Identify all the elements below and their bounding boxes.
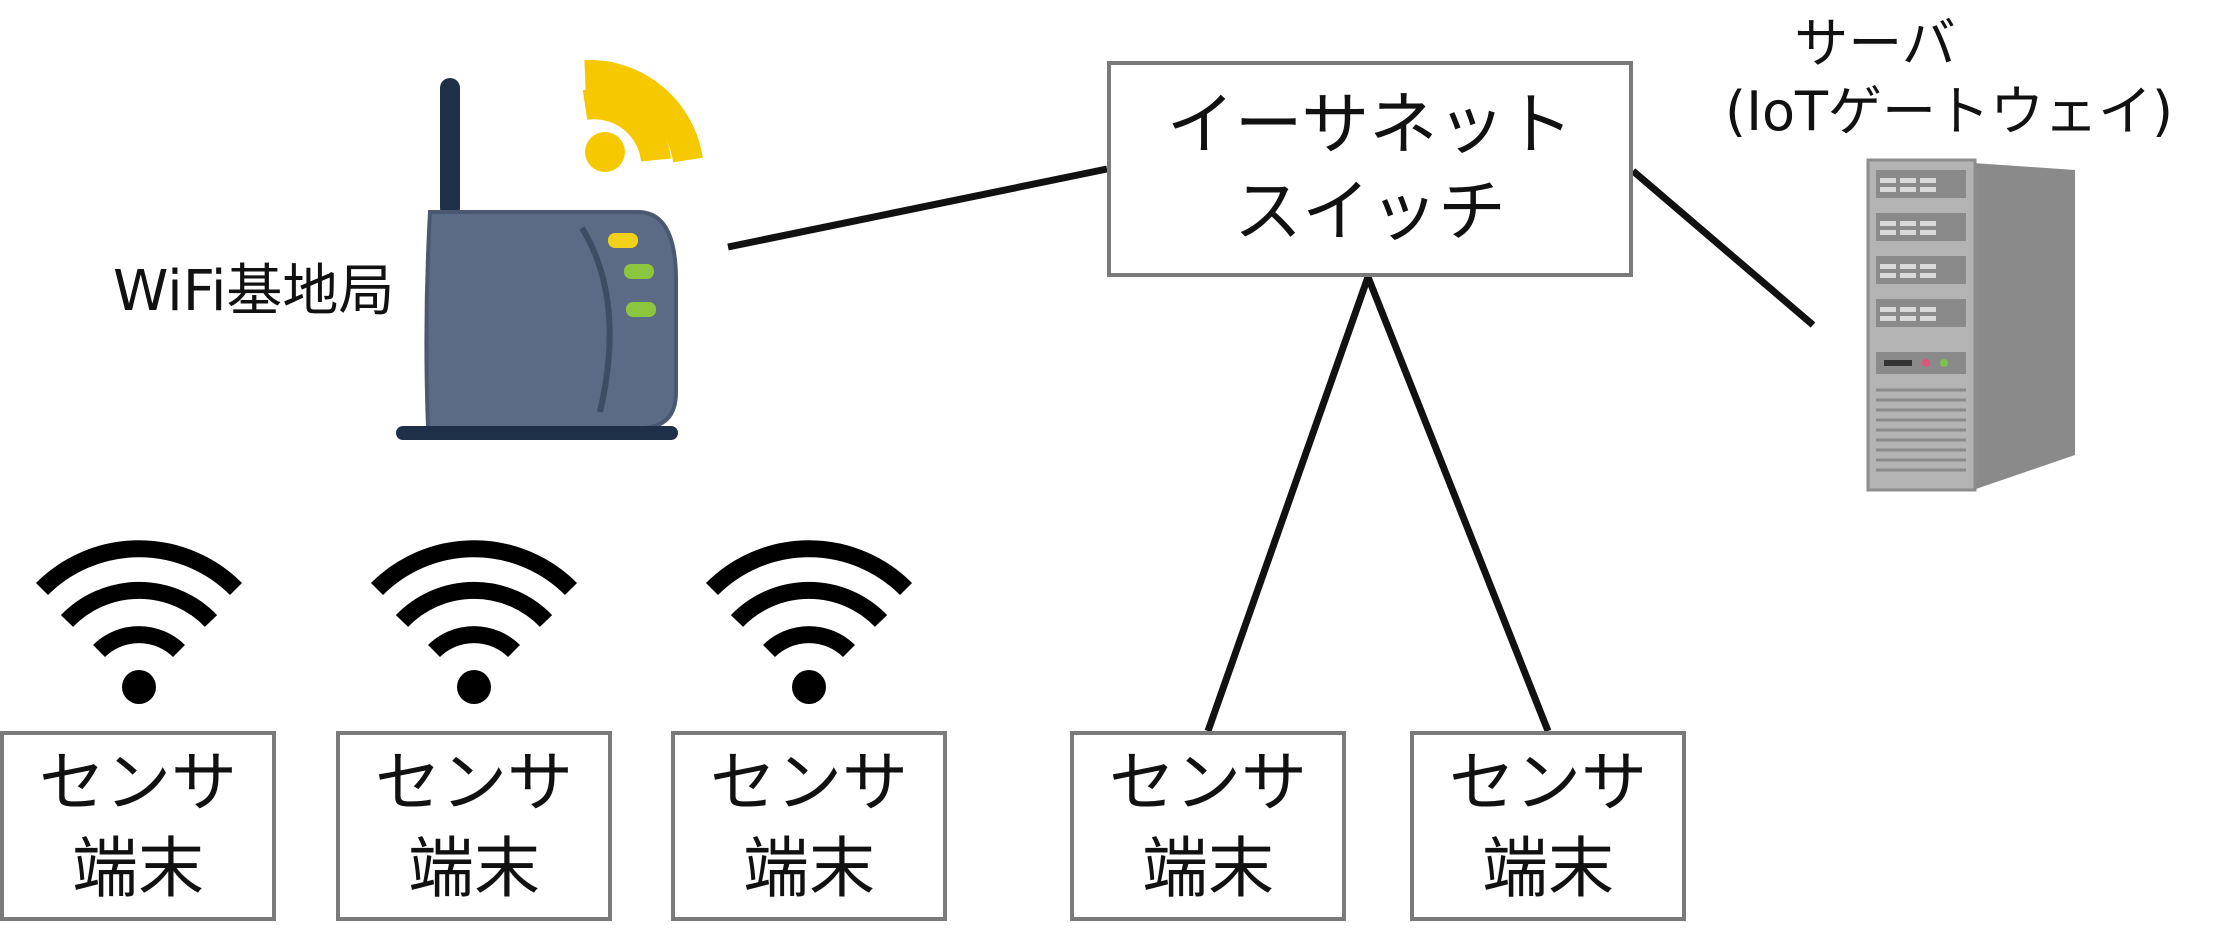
wireless-signal-icon [582,59,703,172]
edge-switch-server [1630,168,1816,328]
sensor-node-5: センサ 端末 [1410,731,1686,921]
sensor-label-line1: センサ [1449,744,1647,822]
sensor-label-line2: 端末 [1142,830,1274,907]
wifi-base-station-label: WiFi基地局 [113,259,395,324]
sensor-node-2: センサ 端末 [336,731,612,921]
sensor-label-line2: 端末 [408,830,540,907]
server-label: サーバ (IoTゲートウェイ) [1725,10,2174,145]
wifi-icon [705,540,913,704]
edge-switch-sensor-4 [1204,275,1372,733]
sensor-node-1: センサ 端末 [0,731,276,921]
sensor-label-line1: センサ [39,744,237,822]
switch-label-line1: イーサネット [1166,85,1574,165]
wifi-router-icon [396,78,678,440]
sensor-label-line1: センサ [1109,744,1307,822]
edge-switch-sensor-5 [1364,275,1552,733]
wifi-icon [370,540,578,704]
sensor-node-3: センサ 端末 [671,731,947,921]
server-label-line2: (IoTゲートウェイ) [1725,79,2174,143]
sensor-label-line1: センサ [710,744,908,822]
ethernet-switch-node: イーサネット スイッチ [1107,61,1633,277]
switch-label-line2: スイッチ [1233,173,1506,252]
sensor-label-line1: センサ [375,744,573,822]
server-tower-icon [1866,158,2075,492]
sensor-node-4: センサ 端末 [1070,731,1346,921]
sensor-label-line2: 端末 [743,830,875,907]
server-label-line1: サーバ [1794,12,1956,75]
edge-router-switch [727,165,1108,251]
sensor-label-line2: 端末 [1482,830,1614,907]
wifi-icon [35,540,243,704]
sensor-label-line2: 端末 [72,830,204,907]
